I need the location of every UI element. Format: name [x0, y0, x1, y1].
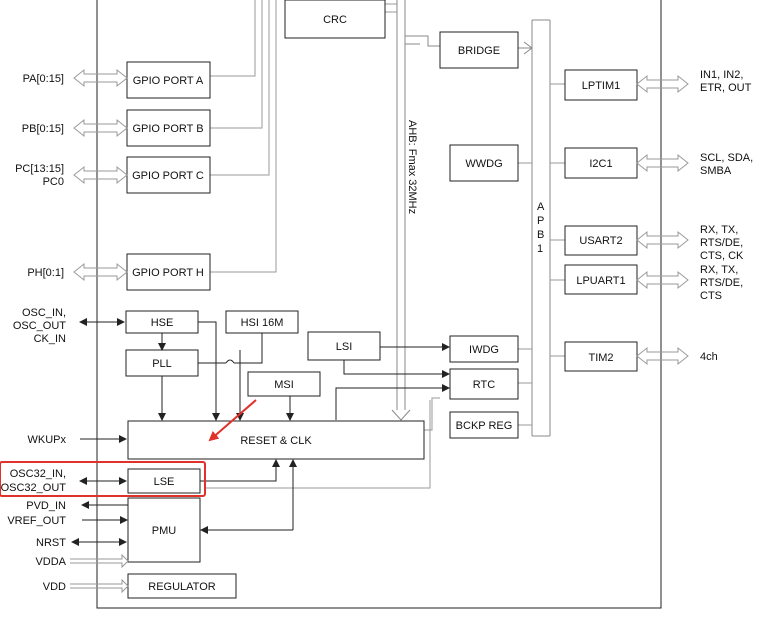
vdd-arrow [70, 578, 129, 594]
ahb-bus-label: AHB: Fmax 32MHz [406, 120, 418, 214]
pb-arrow [73, 118, 128, 138]
block-bckp-reg: BCKP REG [449, 411, 519, 439]
block-lptim1: LPTIM1 [564, 69, 638, 101]
vdda-label: VDDA [35, 556, 66, 568]
i2c1-label: I2C1 [589, 158, 612, 170]
block-usart2: USART2 [564, 225, 638, 256]
vdd-label: VDD [43, 581, 66, 593]
wkup-label: WKUPx [28, 434, 67, 446]
block-gpio-c: GPIO PORT C [126, 156, 211, 194]
apb1-bus: A P B 1 [531, 19, 551, 437]
block-lsi: LSI [307, 331, 381, 361]
i2c1-io-label-1: SCL, SDA, [700, 152, 753, 164]
i2c1-io-arrow [636, 153, 689, 173]
rtc-label: RTC [473, 379, 495, 391]
usart2-io-label-1: RX, TX, [700, 224, 738, 236]
crc-label: CRC [323, 14, 347, 26]
vdda-arrow [70, 553, 129, 569]
pll-label: PLL [152, 358, 172, 370]
lptim1-io-label-1: IN1, IN2, [700, 69, 743, 81]
usart2-label: USART2 [579, 235, 622, 247]
regulator-label: REGULATOR [148, 581, 215, 593]
block-msi: MSI [247, 371, 321, 397]
osc-label-1: OSC_IN, [22, 307, 66, 319]
pc-label-2: PC0 [43, 176, 64, 188]
osc-label-3: CK_IN [34, 333, 66, 345]
pb-label: PB[0:15] [22, 123, 64, 135]
chip-outline [96, 0, 662, 609]
block-bridge: BRIDGE [439, 31, 519, 69]
msi-highlight-arrow [208, 399, 257, 442]
block-wwdg: WWDG [449, 144, 519, 182]
tim2-io-arrow [636, 346, 689, 366]
apb1-letter-b: B [537, 229, 544, 241]
block-tim2: TIM2 [564, 341, 638, 372]
lsi-label: LSI [336, 341, 353, 353]
ph-arrow [73, 262, 128, 282]
lptim1-io-label-2: ETR, OUT [700, 82, 752, 94]
ahb-bus: AHB: Fmax 32MHz [391, 0, 418, 421]
block-lpuart1: LPUART1 [564, 264, 638, 295]
bridge-label: BRIDGE [458, 45, 500, 57]
pc-label-1: PC[13:15] [15, 163, 64, 175]
pmu-label: PMU [152, 525, 177, 537]
bckp-reg-label: BCKP REG [456, 420, 513, 432]
i2c1-io-label-2: SMBA [700, 165, 732, 177]
pc-arrow [73, 165, 128, 185]
block-crc: CRC [284, 0, 386, 39]
msi-label: MSI [274, 379, 294, 391]
apb1-letter-1: 1 [537, 243, 543, 255]
ph-label: PH[0:1] [27, 267, 64, 279]
tim2-io-label: 4ch [700, 351, 718, 363]
lptim1-io-arrow [636, 74, 689, 94]
iwdg-label: IWDG [469, 344, 499, 356]
lpuart1-io-arrow [636, 270, 689, 290]
block-pll: PLL [125, 349, 199, 377]
usart2-io-label-2: RTS/DE, [700, 237, 743, 249]
lse-label: LSE [154, 476, 175, 488]
tim2-label: TIM2 [588, 352, 613, 364]
wwdg-label: WWDG [465, 158, 502, 170]
block-i2c1: I2C1 [564, 147, 638, 179]
vref-label: VREF_OUT [7, 515, 66, 527]
block-hsi: HSI 16M [225, 310, 299, 334]
lpuart1-io-label-2: RTS/DE, [700, 277, 743, 289]
osc-label-2: OSC_OUT [13, 320, 66, 332]
usart2-io-arrow [636, 230, 689, 250]
hse-label: HSE [151, 317, 174, 329]
block-pmu: PMU [127, 497, 201, 563]
block-regulator: REGULATOR [127, 573, 237, 599]
nrst-label: NRST [36, 537, 66, 549]
lpuart1-label: LPUART1 [576, 275, 625, 287]
gpio-b-label: GPIO PORT B [132, 123, 203, 135]
gpio-a-label: GPIO PORT A [133, 75, 204, 87]
block-lse: LSE [127, 468, 201, 494]
block-gpio-h: GPIO PORT H [126, 253, 211, 291]
lpuart1-io-label-3: CTS [700, 290, 722, 302]
block-iwdg: IWDG [449, 335, 519, 363]
block-gpio-a: GPIO PORT A [126, 61, 211, 99]
lptim1-label: LPTIM1 [582, 80, 621, 92]
pvd-label: PVD_IN [26, 500, 66, 512]
gpio-c-label: GPIO PORT C [132, 170, 204, 182]
osc32-label-1: OSC32_IN, [10, 468, 66, 480]
apb1-letter-a: A [537, 201, 545, 213]
pa-arrow [73, 68, 128, 88]
apb1-letter-p: P [537, 215, 544, 227]
lpuart1-io-label-1: RX, TX, [700, 264, 738, 276]
block-gpio-b: GPIO PORT B [126, 109, 211, 147]
lse-highlight-box [0, 461, 206, 497]
reset-clk-label: RESET & CLK [240, 435, 312, 447]
block-reset-clk: RESET & CLK [127, 420, 425, 460]
hsi-label: HSI 16M [241, 317, 284, 329]
osc32-label-2: OSC32_OUT [1, 482, 67, 494]
block-rtc: RTC [449, 368, 519, 400]
block-hse: HSE [125, 310, 199, 334]
pa-label: PA[0:15] [23, 73, 64, 85]
gpio-h-label: GPIO PORT H [132, 267, 204, 279]
usart2-io-label-3: CTS, CK [700, 250, 744, 262]
